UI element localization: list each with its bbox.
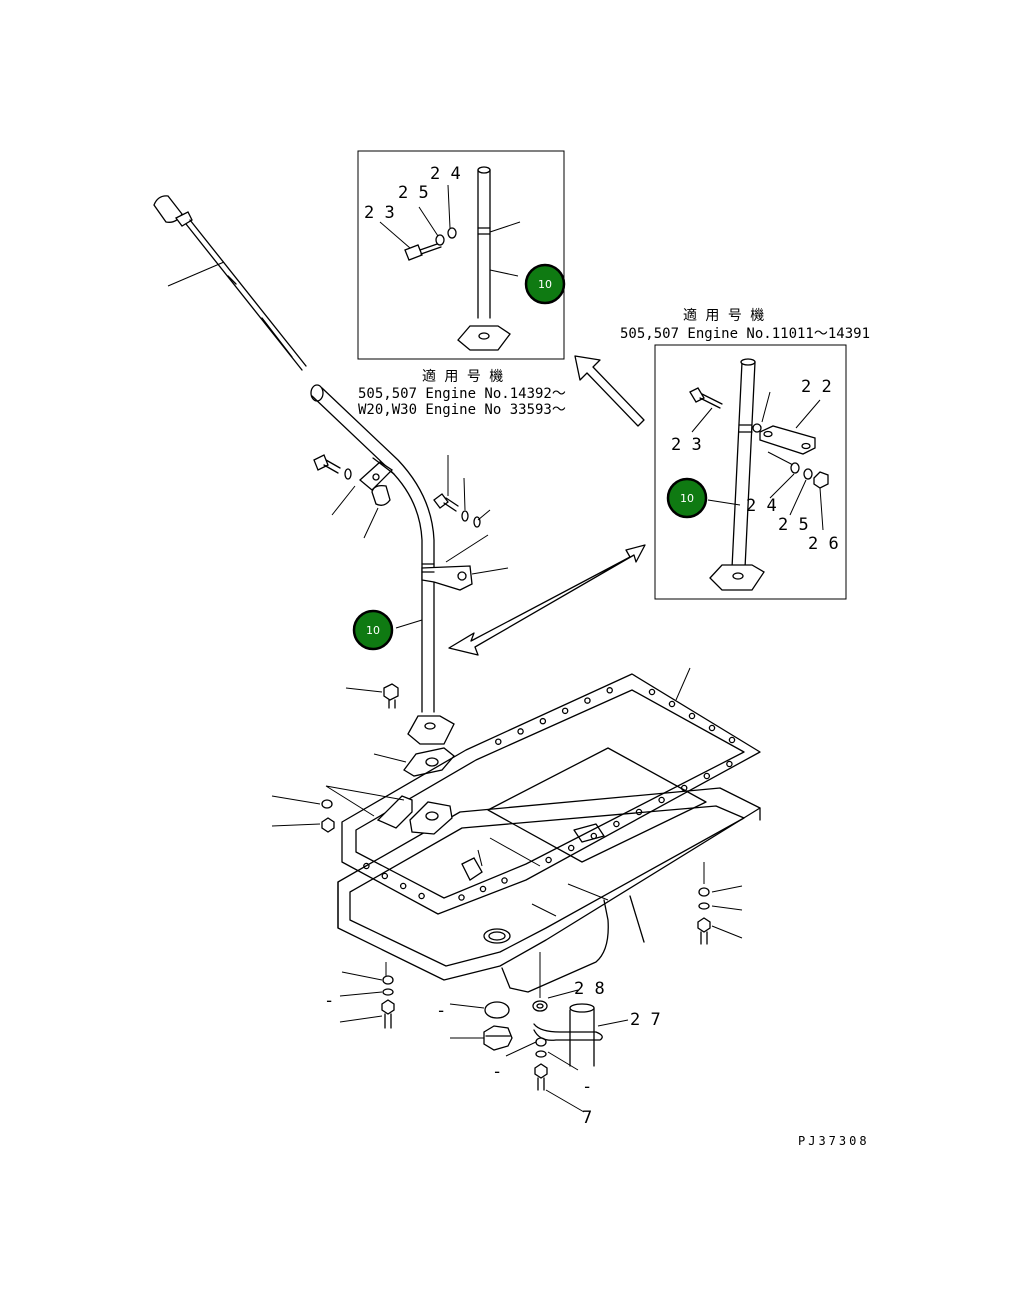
inset-right-label-22: 2 2 <box>801 377 832 397</box>
inset-top-frame <box>357 150 565 360</box>
gasket-bolt-hole <box>726 760 733 768</box>
gasket-bolt-hole <box>517 728 524 735</box>
inset-right-badge-text: 10 <box>680 492 694 505</box>
inset-top-part-10-badge[interactable]: 10 <box>524 263 566 305</box>
inset-right-nut <box>813 471 829 489</box>
double-arrow-main-to-inset <box>448 544 646 656</box>
gasket-bolt-hole <box>561 707 569 715</box>
inset-top-label-24: 2 4 <box>430 164 461 184</box>
label-dash-2: - <box>436 1001 446 1021</box>
inset-top: 2 3 2 5 2 4 10 適 用 号 機 505,507 Engine No… <box>357 150 566 418</box>
gasket-bolt-hole <box>606 687 613 694</box>
gasket-bolt-hole <box>418 892 425 900</box>
tube-mount-bolt <box>345 683 399 709</box>
inset-top-tube <box>477 169 491 319</box>
inset-top-note-2: 505,507 Engine No.14392～ <box>358 386 566 402</box>
main-bolt-left <box>313 454 329 471</box>
gasket-bolt-hole <box>728 736 736 744</box>
oil-pan-gasket <box>341 667 761 915</box>
main-bolt-right <box>433 493 449 509</box>
inset-top-label-23: 2 3 <box>364 203 395 223</box>
oil-pan-body <box>337 787 761 993</box>
drain-plug <box>483 1025 513 1051</box>
gasket-bolt-hole <box>479 885 487 893</box>
label-28: 2 8 <box>574 979 605 999</box>
inset-top-note-1: 適 用 号 機 <box>422 368 503 385</box>
main-tube-flange <box>407 715 455 745</box>
main-guide-tube <box>310 384 509 745</box>
tube-gasket <box>373 747 455 777</box>
label-dash-1: - <box>324 991 334 1011</box>
gasket-bolt-hole <box>708 724 716 732</box>
gasket-bolt-hole <box>648 688 656 696</box>
inset-right-lockwasher <box>803 468 813 480</box>
gasket-bolt-hole <box>567 844 575 852</box>
gasket-bolt-hole <box>458 894 465 901</box>
main-spacer <box>371 484 391 506</box>
label-7: 7 <box>582 1108 592 1128</box>
inset-top-bolt <box>404 244 423 261</box>
inset-right-frame <box>654 344 847 600</box>
gasket-bolt-hole <box>539 717 547 725</box>
inset-top-label-25: 2 5 <box>398 183 429 203</box>
left-nut <box>321 817 335 833</box>
gasket-bolt-hole <box>613 820 620 828</box>
inset-right-tube <box>731 361 756 569</box>
drawing-code: PJ37308 <box>798 1134 870 1148</box>
inset-right-part-10-badge[interactable]: 10 <box>666 477 708 519</box>
inset-right: 適 用 号 機 505,507 Engine No.11011～14391 2 … <box>620 307 870 600</box>
gasket-bolt-hole <box>658 796 665 804</box>
inset-right-label-25: 2 5 <box>778 515 809 535</box>
inset-right-washer <box>790 462 800 474</box>
main-badge-text: 10 <box>366 624 380 637</box>
main-tube-body <box>311 387 435 713</box>
dipstick-handle <box>153 195 183 223</box>
gasket-bolt-hole <box>501 877 508 884</box>
drain-plug-gasket <box>484 1001 510 1019</box>
lower-hardware <box>339 862 743 1113</box>
inset-right-note-2: 505,507 Engine No.11011～14391 <box>620 326 870 342</box>
inset-right-bracket <box>759 425 816 455</box>
inset-top-lockwasher <box>447 227 457 239</box>
left-washer-upper <box>321 799 333 809</box>
inset-right-label-24: 2 4 <box>746 496 777 516</box>
gasket-bolt-hole <box>668 700 676 708</box>
inset-top-washer <box>435 234 445 246</box>
inset-top-badge-text: 10 <box>538 278 552 291</box>
tube-bracket-lower <box>271 785 453 835</box>
inset-right-label-26: 2 6 <box>808 534 839 554</box>
arrow-right-to-top <box>574 355 645 427</box>
main-part-10-badge[interactable]: 10 <box>352 609 394 651</box>
label-dash-3: - <box>492 1062 502 1082</box>
gasket-bolt-hole <box>584 697 591 704</box>
gasket-bolt-hole <box>545 856 552 864</box>
inset-right-note-1: 適 用 号 機 <box>683 307 764 324</box>
gasket-bolt-hole <box>399 882 407 890</box>
gasket-bolt-hole <box>688 712 696 720</box>
label-27: 2 7 <box>630 1010 661 1030</box>
gasket-bolt-hole <box>703 772 711 780</box>
dipstick <box>153 195 307 371</box>
inset-top-note-3: W20,W30 Engine No 33593～ <box>358 402 566 418</box>
label-dash-4: - <box>582 1077 592 1097</box>
inset-right-label-23: 2 3 <box>671 435 702 455</box>
gasket-bolt-hole <box>495 738 502 745</box>
gasket-bolt-hole <box>381 872 389 880</box>
